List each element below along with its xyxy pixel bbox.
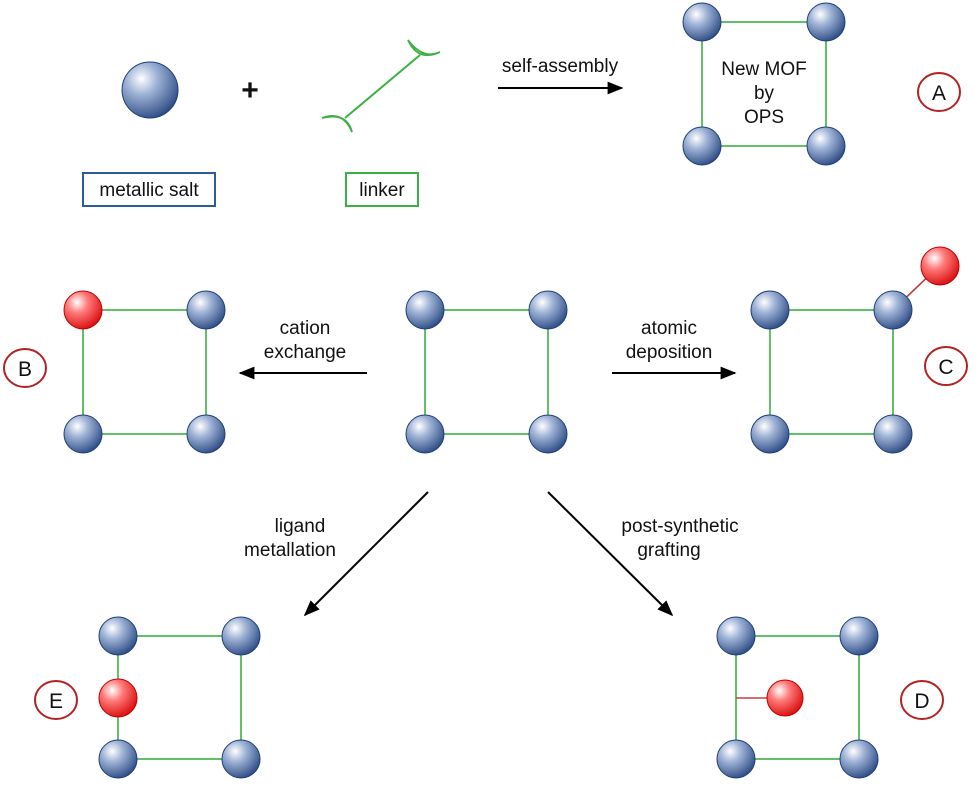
post-synthetic-grafting-label-2: grafting [637, 540, 700, 561]
mof-e [98, 616, 261, 779]
atomic-deposition-label-1: atomic [641, 318, 697, 339]
metallic-salt-box [82, 172, 216, 207]
ligand-metallation-label-2: metallation [244, 540, 336, 561]
mof-d [716, 616, 879, 779]
metallic-salt-label: metallic salt [99, 180, 199, 201]
cation-exchange-label-2: exchange [264, 342, 346, 363]
cation-exchange-label-1: cation [280, 318, 331, 339]
mof-a [682, 2, 846, 166]
ligand-metallation-label-1: ligand [275, 516, 326, 537]
post-synthetic-grafting-arrow [547, 491, 674, 617]
letter-b-ring [3, 348, 47, 388]
mof-text-line-3: OPS [744, 107, 784, 128]
letter-d: D [914, 690, 929, 713]
self-assembly-label: self-assembly [502, 56, 619, 77]
metallic-salt-node [121, 61, 179, 119]
mof-text-line-1: New MOF [721, 59, 807, 80]
mof-center [405, 290, 568, 454]
mof-b [63, 290, 226, 454]
letter-a: A [932, 82, 946, 105]
letter-d-ring [900, 680, 944, 720]
mof-text-line-2: by [754, 83, 775, 104]
linker-icon [321, 39, 441, 133]
post-synthetic-grafting-label-1: post-synthetic [621, 516, 738, 537]
atomic-deposition-label-2: deposition [626, 342, 713, 363]
mof-c [750, 246, 960, 454]
letter-b: B [18, 358, 32, 381]
letter-e-ring [34, 680, 78, 720]
plus-sign: + [241, 74, 259, 107]
letter-a-ring [917, 72, 961, 112]
ligand-metallation-arrow [303, 491, 429, 617]
letter-c: C [938, 356, 953, 379]
linker-box [345, 172, 419, 207]
letter-e: E [49, 690, 63, 713]
letter-c-ring [924, 346, 968, 386]
linker-label: linker [359, 180, 405, 201]
